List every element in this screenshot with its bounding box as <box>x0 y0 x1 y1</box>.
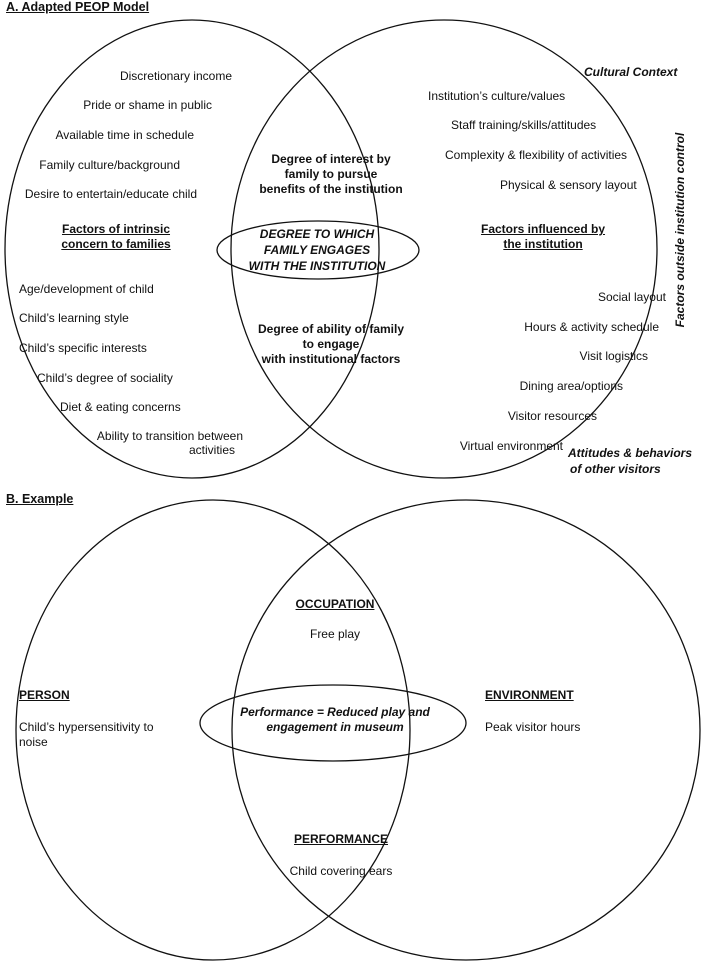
left-item: Available time in schedule <box>55 128 194 142</box>
a-right-circle <box>230 19 658 479</box>
a-left-circle <box>4 19 380 479</box>
section-a-title: A. Adapted PEOP Model <box>6 0 150 14</box>
right-lower-item: Dining area/options <box>519 379 623 393</box>
right-item: Complexity & flexibility of activities <box>445 148 628 162</box>
center-line: DEGREE TO WHICH <box>259 227 375 241</box>
performance-heading: PERFORMANCE <box>293 832 389 846</box>
right-item: Physical & sensory layout <box>500 178 637 192</box>
attitudes-label-line: Attitudes & behaviors <box>568 446 693 460</box>
right-lower-item: Hours & activity schedule <box>524 320 659 334</box>
performance-text: Child covering ears <box>289 864 393 878</box>
occupation-heading: OCCUPATION <box>295 597 375 611</box>
right-lower-item: Social layout <box>597 290 666 304</box>
right-item: Staff training/skills/attitudes <box>451 118 597 132</box>
left-heading-line: concern to families <box>61 237 171 251</box>
left-heading-line: Factors of intrinsic <box>61 222 171 236</box>
performance-center-line: engagement in museum <box>266 720 404 734</box>
bottom-center-line: to engage <box>302 337 360 351</box>
left-item: Discretionary income <box>119 69 232 83</box>
left-lower-item: activities <box>188 443 235 457</box>
environment-heading: ENVIRONMENT <box>485 688 574 702</box>
b-environment-circle <box>231 499 701 961</box>
occupation-text: Free play <box>309 627 361 641</box>
performance-center-line: Performance = Reduced play and <box>240 705 430 719</box>
right-item: Institution’s culture/values <box>428 89 566 103</box>
left-lower-item: Ability to transition between <box>96 429 243 443</box>
right-lower-item: Visit logistics <box>579 349 648 363</box>
b-center-ellipse <box>199 684 467 762</box>
right-heading-line: the institution <box>503 237 583 251</box>
bottom-center-line: with institutional factors <box>261 352 401 366</box>
left-lower-item: Child’s degree of sociality <box>37 371 173 385</box>
left-lower-item: Child’s specific interests <box>19 341 147 355</box>
right-heading-line: Factors influenced by <box>480 222 606 236</box>
top-center-line: Degree of interest by <box>271 152 391 166</box>
bottom-center-line: Degree of ability of family <box>257 322 405 336</box>
person-heading: PERSON <box>19 688 70 702</box>
top-center-line: family to pursue <box>284 167 378 181</box>
person-text-line: noise <box>19 735 48 749</box>
right-lower-item: Visitor resources <box>507 409 597 423</box>
right-lower-item: Virtual environment <box>459 439 563 453</box>
environment-text: Peak visitor hours <box>485 720 581 734</box>
b-person-circle <box>15 499 411 961</box>
left-item: Desire to entertain/educate child <box>24 187 197 201</box>
left-lower-item: Child’s learning style <box>19 311 129 325</box>
vertical-label: Factors outside institution control <box>673 132 687 328</box>
left-lower-item: Age/development of child <box>19 282 154 296</box>
attitudes-label-line: of other visitors <box>570 462 661 476</box>
center-line: WITH THE INSTITUTION <box>248 259 386 273</box>
top-center-line: benefits of the institution <box>259 182 403 196</box>
cultural-context-label: Cultural Context <box>584 65 678 79</box>
left-lower-item: Diet & eating concerns <box>60 400 181 414</box>
center-line: FAMILY ENGAGES <box>263 243 371 257</box>
person-text-line: Child’s hypersensitivity to <box>19 720 154 734</box>
section-b-title: B. Example <box>6 492 74 506</box>
a-center-ellipse <box>216 220 420 280</box>
left-item: Pride or shame in public <box>83 98 212 112</box>
left-item: Family culture/background <box>39 158 180 172</box>
